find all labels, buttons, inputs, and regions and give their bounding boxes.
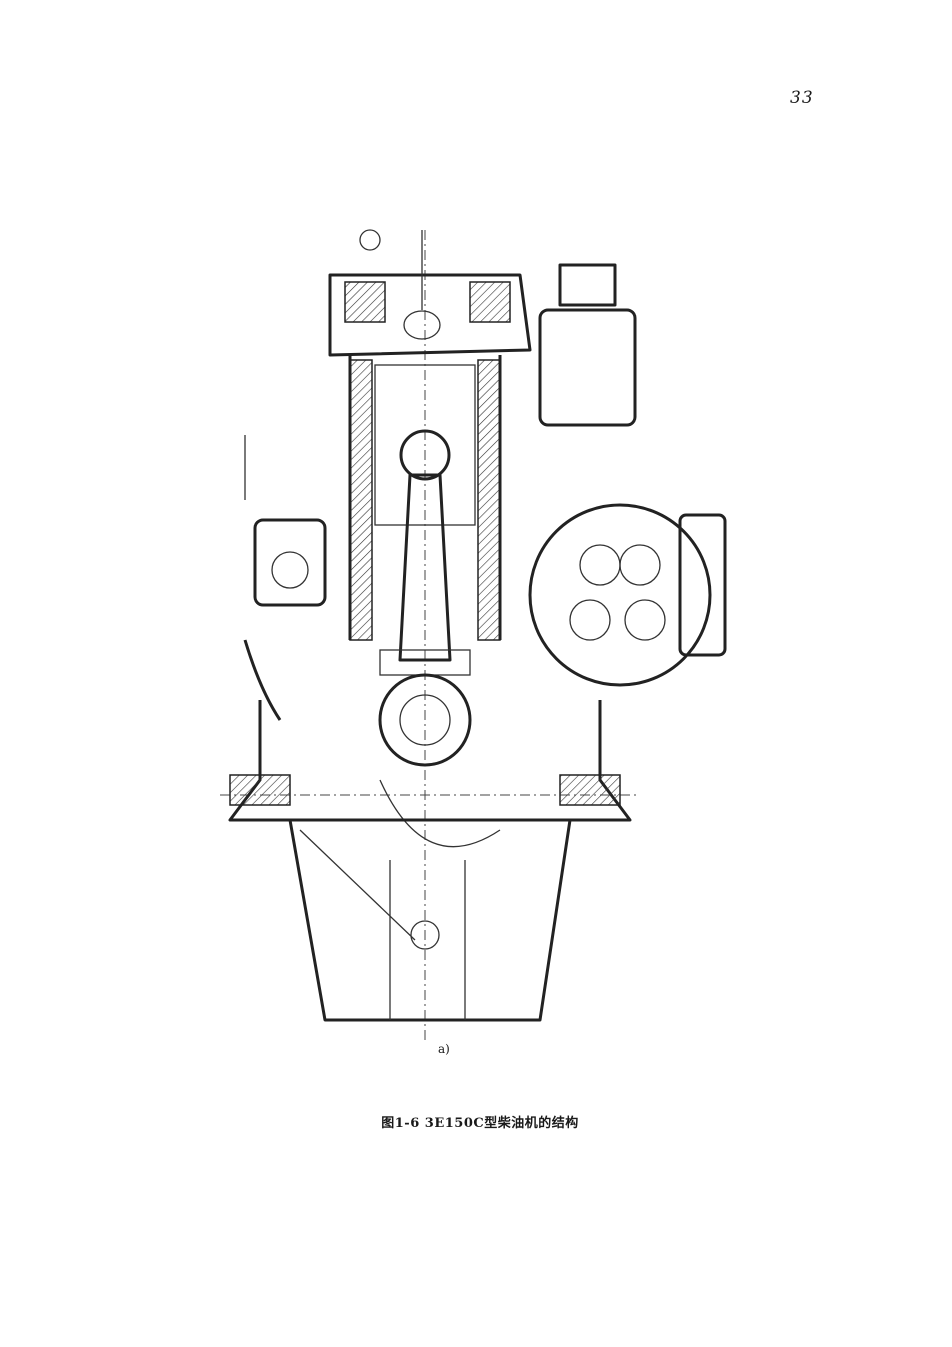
flange-left — [229, 774, 291, 806]
dipstick — [299, 829, 416, 941]
cylinder-head — [328, 273, 532, 357]
fuel-injection-pump — [253, 518, 327, 607]
flange-right — [559, 774, 621, 806]
piston-pin — [399, 429, 451, 481]
head-wall-right — [469, 281, 511, 323]
fuel-pump-cam — [271, 551, 309, 589]
engine-cross-section-drawing — [200, 220, 740, 1050]
gear-3 — [569, 599, 611, 641]
gear-1 — [579, 544, 621, 586]
combustion-chamber — [403, 310, 441, 340]
exhaust-manifold — [538, 308, 637, 427]
crank-pin — [399, 694, 451, 746]
exhaust-outlet — [558, 263, 617, 307]
valve-handwheel — [359, 229, 381, 251]
figure-caption: 图1-6 3E150C型柴油机的结构 — [381, 1116, 579, 1131]
engine-drawing-svg — [220, 229, 727, 1040]
crankshaft-journal — [378, 673, 472, 767]
oil-sump — [288, 819, 572, 1022]
page-number: 33 — [790, 88, 814, 108]
crank-web — [379, 779, 501, 848]
gear-4 — [624, 599, 666, 641]
cylinder-liner-left — [349, 359, 373, 641]
intake-pipe — [243, 639, 282, 721]
crankcase-upper — [228, 700, 632, 822]
piston — [374, 364, 476, 526]
gear-2 — [619, 544, 661, 586]
oil-filter — [678, 513, 727, 657]
subfigure-label: a) — [438, 1042, 450, 1056]
cylinder-liner-right — [477, 359, 501, 641]
connecting-rod — [398, 473, 452, 662]
head-wall-left — [344, 281, 386, 323]
oil-pump-gear — [410, 920, 440, 950]
timing-gear-housing — [528, 503, 712, 687]
